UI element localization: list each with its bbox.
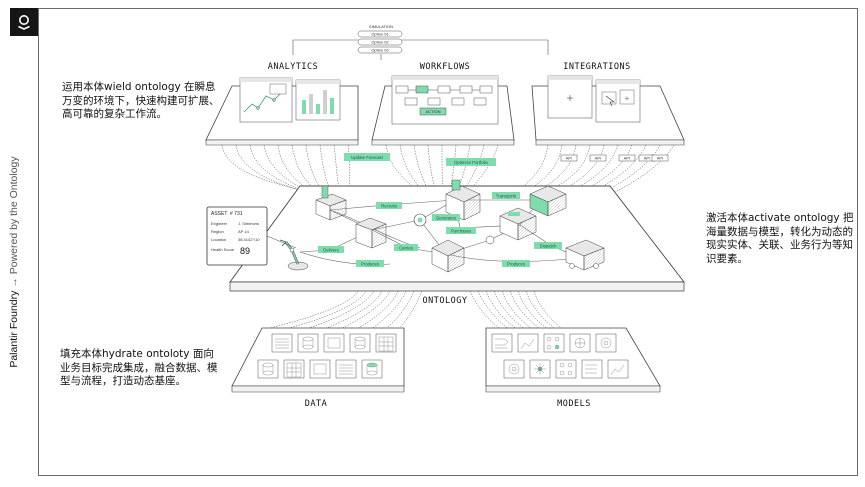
object-transformer[interactable] bbox=[315, 185, 347, 221]
tag-generates-label: Generates bbox=[436, 215, 456, 220]
tag-purchases[interactable] bbox=[446, 227, 476, 234]
object-truck[interactable] bbox=[565, 239, 605, 271]
note-wield-ontology: 运用本体wield ontology 在瞬息万变的环境下，快速构建可扩展、高可靠… bbox=[62, 81, 220, 120]
asset-row-engineer-label: Engineer bbox=[211, 221, 228, 226]
document-icon bbox=[327, 337, 341, 349]
data-label: DATA bbox=[305, 399, 327, 409]
ontology-label: ONTOLOGY bbox=[423, 296, 468, 306]
grid-icon-2 bbox=[286, 362, 302, 378]
asset-row-location-label: Location bbox=[211, 237, 226, 242]
note-activate-ontology: 激活本体activate ontology 把海量数据与模型，转化为动态的现实实… bbox=[706, 212, 854, 265]
object-factory[interactable] bbox=[445, 179, 481, 221]
api-tag-1 bbox=[560, 154, 578, 162]
object-warehouse[interactable] bbox=[529, 185, 567, 217]
workflow-action-label: ACTION bbox=[425, 109, 440, 114]
brand-sidebar bbox=[10, 8, 39, 476]
hub-icon-2 bbox=[534, 363, 546, 375]
simulation-option-2[interactable] bbox=[357, 38, 403, 46]
asset-row-region-label: Region bbox=[211, 229, 224, 234]
tag-produces-1[interactable] bbox=[356, 260, 384, 267]
integrations-label: INTEGRATIONS bbox=[563, 62, 630, 72]
asset-row-location-value: 38.4142°/10 bbox=[238, 237, 260, 242]
asset-title: ASSET bbox=[211, 211, 227, 217]
update-forecast-tag[interactable] bbox=[344, 153, 390, 161]
object-building[interactable] bbox=[355, 217, 387, 249]
tag-produces-2[interactable] bbox=[502, 260, 530, 267]
models-tile[interactable] bbox=[485, 327, 661, 393]
optimize-portfolio-label: Optimize Portfolio bbox=[454, 160, 489, 165]
gear-icon bbox=[600, 337, 612, 349]
flow-icon bbox=[495, 338, 509, 349]
simulation-option-1[interactable] bbox=[357, 30, 403, 38]
api-tag-4-label: API bbox=[644, 156, 650, 161]
tag-transports[interactable] bbox=[492, 192, 520, 199]
api-tag-2-label: API bbox=[595, 156, 601, 161]
table-icon-2 bbox=[339, 364, 353, 375]
tag-carries[interactable] bbox=[394, 244, 418, 251]
asset-id: # 731 bbox=[230, 211, 243, 217]
network-icon bbox=[554, 344, 560, 350]
palantir-logo-icon bbox=[10, 8, 38, 36]
simulation-option-2-label: Option 02 bbox=[371, 40, 389, 45]
update-forecast-label: Update Forecast bbox=[351, 155, 384, 160]
workflows-label: WORKFLOWS bbox=[420, 62, 471, 72]
asset-health-value: 89 bbox=[240, 246, 250, 256]
tag-delivers[interactable] bbox=[318, 246, 344, 253]
note-hydrate-ontology: 填充本体hydrate ontoloty 面向业务目标完成集成，融合数据、模型与… bbox=[60, 348, 218, 387]
scatter-icon bbox=[520, 338, 535, 350]
document-icon-2 bbox=[313, 363, 327, 375]
simulation-title: SIMULATION bbox=[369, 24, 393, 29]
api-tag-3 bbox=[618, 154, 636, 162]
tag-carries-label: Carries bbox=[399, 245, 413, 250]
tag-recruits-label: Recruits bbox=[381, 203, 397, 208]
tag-produces-2-label: Produces bbox=[507, 261, 525, 266]
data-tile[interactable] bbox=[231, 327, 405, 393]
tag-dispatch-label: Dispatch bbox=[540, 243, 557, 248]
analytics-tile[interactable] bbox=[205, 77, 359, 146]
tag-produces-1-label: Produces bbox=[361, 261, 379, 266]
tag-delivers-label: Delivers bbox=[323, 247, 339, 252]
tag-recruits[interactable] bbox=[376, 202, 402, 209]
simulation-option-3-label: Option 03 bbox=[371, 48, 389, 53]
api-tag-5-label: API bbox=[657, 156, 663, 161]
api-tags: API API API API API bbox=[560, 154, 669, 162]
tag-generates[interactable] bbox=[432, 214, 460, 221]
asset-card[interactable]: ASSET # 731 Engineer J. Simmons Region A… bbox=[206, 206, 297, 266]
api-tag-2 bbox=[589, 154, 607, 162]
models-label: MODELS bbox=[557, 399, 591, 409]
tag-transports-label: Transports bbox=[496, 193, 516, 198]
table-icon bbox=[275, 338, 289, 349]
object-node-center bbox=[413, 213, 427, 227]
database-icon-4 bbox=[366, 362, 378, 368]
gear-icon-2 bbox=[508, 363, 520, 375]
network-icon-2 bbox=[567, 370, 573, 376]
simulation-option-1-label: Option 01 bbox=[371, 32, 389, 37]
object-node-right bbox=[485, 235, 495, 245]
asset-health-label: Health Score bbox=[211, 247, 235, 252]
ontology-tags: Recruits Generates Transports Purchases … bbox=[318, 192, 562, 267]
api-tag-1-label: API bbox=[566, 156, 572, 161]
workflows-tile[interactable]: ACTION bbox=[371, 75, 515, 146]
add-icon: + bbox=[566, 91, 573, 105]
api-tag-3-label: API bbox=[624, 156, 630, 161]
tag-dispatch[interactable] bbox=[534, 242, 562, 249]
integrations-tile[interactable]: + + bbox=[531, 75, 685, 146]
tag-purchases-label: Purchases bbox=[451, 228, 471, 233]
api-tag-5 bbox=[651, 154, 669, 162]
hub-icon bbox=[575, 338, 585, 348]
analytics-label: ANALYTICS bbox=[268, 62, 319, 72]
object-container[interactable] bbox=[431, 239, 465, 273]
asset-row-engineer-value: J. Simmons bbox=[238, 221, 259, 226]
add-icon-2: + bbox=[625, 94, 630, 103]
simulation-option-3[interactable] bbox=[357, 46, 403, 54]
optimize-portfolio-tag[interactable] bbox=[446, 158, 496, 166]
grid-icon bbox=[378, 336, 394, 352]
list-icon bbox=[585, 364, 597, 374]
object-crate[interactable] bbox=[499, 207, 537, 241]
asset-row-region-value: AP 14 bbox=[238, 229, 250, 234]
simulation-panel: SIMULATION Option 01 Option 02 Option 03 bbox=[292, 24, 549, 60]
scatter-icon-2 bbox=[610, 364, 625, 376]
workflow-action-button[interactable] bbox=[419, 107, 447, 116]
